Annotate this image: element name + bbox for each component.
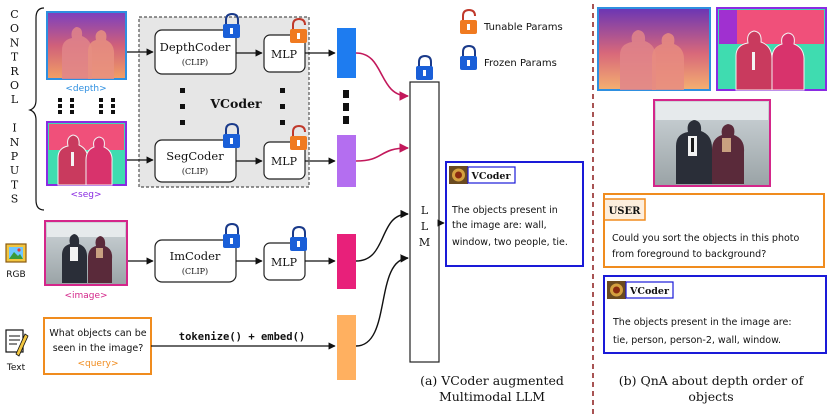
query-text-line1: What objects can be (49, 328, 146, 339)
frozen-lock-icon-depthcoder (223, 12, 240, 38)
caption-b-line1: (b) QnA about depth order of (619, 373, 805, 388)
depth-coder-label: DepthCoder (160, 40, 231, 54)
control-letter: P (11, 150, 19, 163)
frozen-legend-label: Frozen Params (484, 58, 557, 69)
depth-token-bar (337, 28, 356, 78)
control-letter: T (11, 51, 19, 64)
output-vcoder-tag (467, 166, 516, 184)
query-box (43, 317, 152, 375)
frozen-lock-icon-llm (416, 54, 433, 80)
caption-a-line2: Multimodal LLM (439, 389, 545, 404)
seg-input (46, 121, 127, 186)
text-label: Text (6, 363, 26, 373)
control-letter: C (10, 8, 19, 21)
token-ellipsis (343, 90, 349, 124)
query-caption: <query> (77, 359, 118, 369)
qna-depth-image (597, 7, 711, 91)
control-letter: U (10, 164, 20, 177)
control-letter: R (10, 65, 19, 78)
im-mlp-label: MLP (271, 256, 298, 269)
llm-bar (409, 81, 440, 363)
question-line2: from foreground to background? (612, 249, 766, 260)
seg-coder-label: SegCoder (166, 149, 224, 163)
vcoder-avatar-icon (449, 166, 468, 184)
query-token-bar (337, 315, 356, 380)
frozen-lock-icon-im-mlp (290, 225, 307, 251)
question-line1: Could you sort the objects in this photo (612, 233, 800, 244)
answer-line2: tie, person, person-2, wall, window. (613, 335, 781, 346)
arrows (127, 48, 445, 350)
frozen-lock-icon-imcoder (223, 222, 240, 248)
seg-token-bar (337, 135, 356, 187)
llm-letter: M (419, 236, 430, 249)
rgb-icon (5, 243, 27, 263)
depth-coder-box (154, 29, 237, 75)
tokenize-embed-label: tokenize() + embed() (179, 331, 305, 343)
answer-line1: The objects present in the image are: (612, 317, 792, 328)
depth-mlp-label: MLP (271, 48, 298, 61)
control-letter: L (11, 93, 19, 106)
input-ellipsis (58, 98, 115, 114)
im-coder-label: ImCoder (170, 249, 221, 263)
depth-caption: <depth> (65, 84, 106, 94)
tunable-legend-icon (460, 8, 477, 34)
llm-letter: L (421, 220, 429, 233)
llm-label: LLM (419, 204, 430, 249)
output-answer-line2: the image are: wall, (452, 220, 547, 231)
tunable-lock-icon-seg-mlp (290, 124, 307, 150)
qna-seg-image (716, 7, 827, 91)
tunable-legend-label: Tunable Params (483, 22, 563, 33)
qna-vcoder-tag (625, 281, 674, 299)
output-answer-line3: window, two people, tie. (452, 237, 568, 248)
control-letter: T (11, 178, 19, 191)
frozen-lock-icon-segcoder (223, 122, 240, 148)
qna-rgb-image (653, 99, 771, 187)
seg-caption: <seg> (70, 190, 101, 200)
control-letter: O (10, 79, 20, 92)
qna-vcoder-avatar-icon (607, 281, 626, 299)
output-vcoder-label: VCoder (471, 171, 512, 182)
frozen-legend-icon (460, 44, 477, 70)
control-letter: N (10, 36, 21, 49)
control-letter: O (10, 22, 20, 35)
caption-b-line2: objects (688, 389, 733, 404)
user-label: USER (609, 206, 642, 217)
output-answer-line1: The objects present in (451, 205, 558, 216)
seg-mlp-label: MLP (271, 155, 298, 168)
im-coder-clip: (CLIP) (182, 267, 208, 276)
control-brace (28, 7, 45, 211)
vcoder-title: VCoder (209, 96, 262, 111)
rgb-label: RGB (6, 270, 25, 280)
qna-vcoder-label: VCoder (629, 286, 670, 297)
question-box (603, 193, 825, 268)
query-text-line2: seen in the image? (53, 343, 144, 354)
image-input (44, 220, 128, 286)
text-icon (5, 329, 29, 357)
depth-coder-clip: (CLIP) (182, 58, 208, 67)
image-token-bar (337, 234, 356, 289)
control-letter: N (10, 136, 21, 149)
control-letter: I (12, 122, 17, 135)
control-letter: S (11, 193, 20, 206)
image-caption: <image> (64, 291, 107, 301)
depth-input (46, 11, 127, 80)
seg-coder-clip: (CLIP) (182, 167, 208, 176)
tunable-lock-icon-depth-mlp (290, 17, 307, 43)
vcoder-ellipsis (180, 88, 285, 125)
llm-letter: L (421, 204, 429, 217)
caption-a-line1: (a) VCoder augmented (420, 373, 564, 388)
